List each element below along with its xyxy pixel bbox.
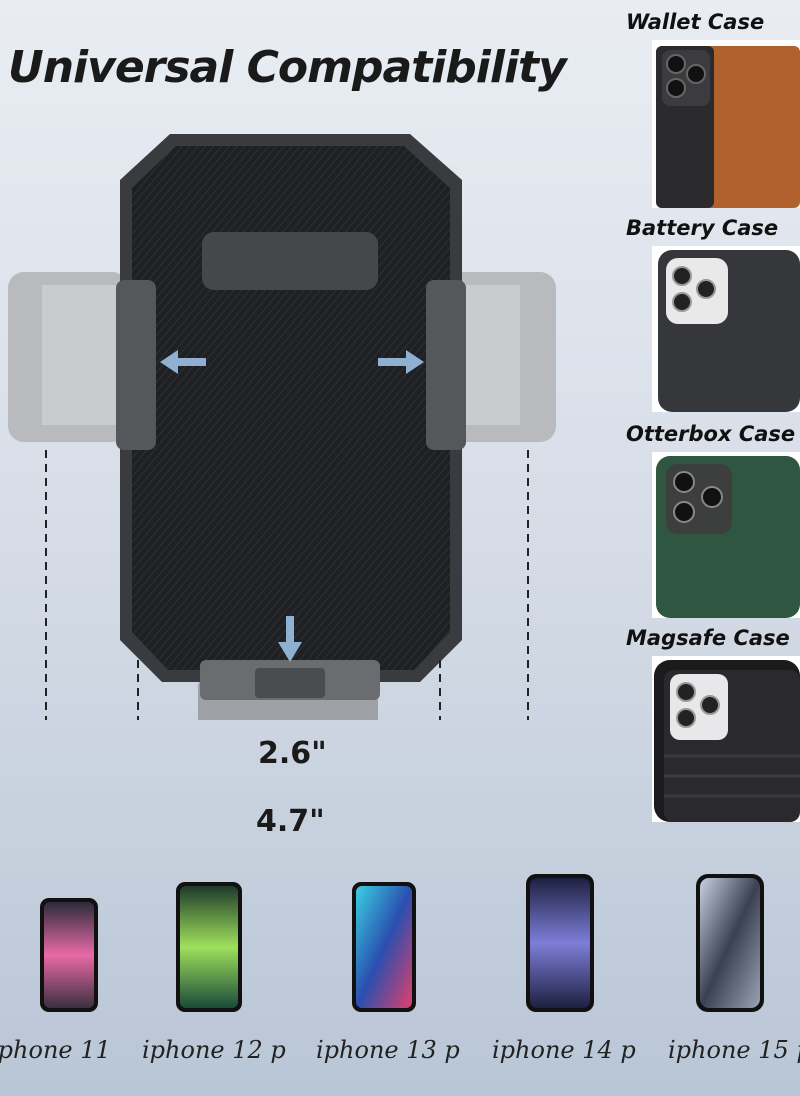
phone-label-14: iphone 14 p bbox=[492, 1036, 636, 1064]
battery-case-image bbox=[652, 246, 800, 412]
page-title: Universal Compatibility bbox=[8, 42, 567, 93]
inner-width-label: 2.6" bbox=[258, 736, 327, 771]
outer-width-label: 4.7" bbox=[256, 804, 325, 839]
wallet-case-image bbox=[652, 40, 800, 208]
phone-label-15: iphone 15 p bbox=[668, 1036, 800, 1064]
magsafe-case-image bbox=[652, 656, 800, 822]
phone-models-row bbox=[40, 874, 764, 1012]
otterbox-case-image bbox=[652, 452, 800, 618]
case-label-magsafe: Magsafe Case bbox=[626, 626, 790, 650]
phone-label-13: iphone 13 p bbox=[316, 1036, 460, 1064]
case-label-otterbox: Otterbox Case bbox=[626, 422, 796, 446]
case-label-battery: Battery Case bbox=[626, 216, 779, 240]
case-label-wallet: Wallet Case bbox=[626, 10, 765, 34]
phone-label-12: iphone 12 p bbox=[142, 1036, 286, 1064]
phone-holder-illustration bbox=[8, 134, 556, 720]
phone-label-11: iphone 11 bbox=[0, 1036, 111, 1064]
